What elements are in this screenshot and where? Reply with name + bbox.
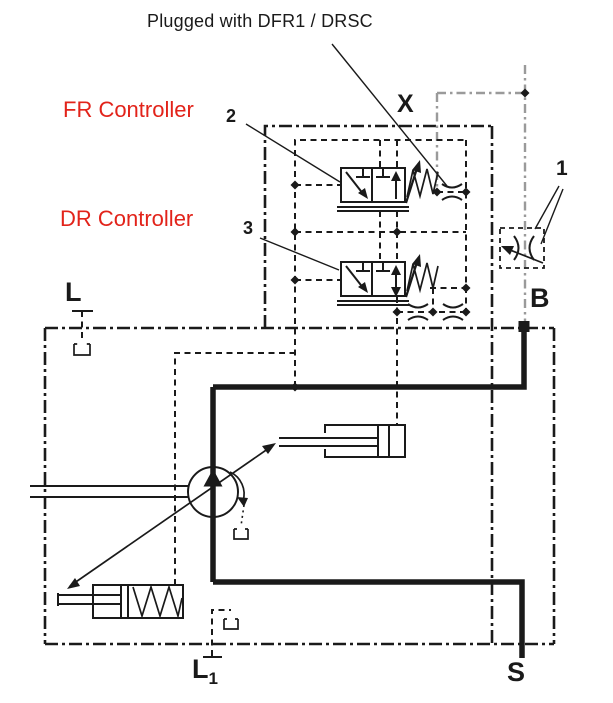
leader-lines: [245, 43, 564, 271]
port-l1: [203, 609, 239, 658]
port-l-label: L: [65, 277, 82, 307]
drive-shaft: [30, 485, 189, 498]
control-lines: [174, 139, 467, 585]
leader-1a: [534, 185, 560, 230]
port-b-marker: [518, 321, 530, 332]
leader-plugged-note: [331, 43, 448, 187]
port-s-label: S: [507, 657, 526, 687]
component-1-label: 1: [556, 157, 568, 180]
leader-1b: [540, 188, 564, 245]
dr-spring: [406, 262, 439, 294]
counter-spring-cylinder: [57, 584, 184, 620]
port-b-label: B: [530, 283, 550, 313]
port-l-plug: [73, 343, 91, 356]
case-drain-line: [240, 504, 245, 527]
pump-symbol: [30, 466, 249, 540]
component-1-variable-orifice: [499, 227, 545, 269]
port-l: [72, 310, 93, 356]
fr-spring: [406, 168, 439, 200]
orifice-x-line: [441, 183, 463, 201]
pump-housing-border: [43, 326, 556, 646]
port-x-label: X: [397, 90, 414, 118]
swashplate-arrow: [67, 443, 276, 589]
plugged-note: Plugged with DFR1 / DRSC: [147, 11, 373, 31]
orifice-right: [442, 303, 464, 321]
leader-2: [245, 123, 341, 183]
fr-valve-symbol: [337, 160, 439, 212]
fr-number: 2: [226, 106, 237, 126]
orifice-left: [407, 303, 429, 321]
case-drain-plug: [233, 528, 249, 540]
counter-spring: [132, 584, 183, 620]
leader-3: [259, 237, 340, 271]
port-l1-plug: [223, 618, 239, 630]
port-l1-sub: 1: [208, 669, 218, 688]
flow-triangle: [203, 469, 223, 487]
junction-dots: [290, 88, 530, 392]
suction-line-s: [213, 579, 525, 658]
pilot-line-x: [435, 65, 527, 322]
port-l1-base: L: [192, 654, 209, 684]
pressure-line-b: [213, 321, 530, 390]
stroking-cylinder: [279, 424, 406, 458]
port-l1-label: L1: [192, 654, 218, 689]
dr-number: 3: [243, 218, 254, 238]
dr-controller-label: DR Controller: [60, 206, 194, 231]
fr-controller-label: FR Controller: [63, 97, 194, 122]
dr-valve-symbol: [337, 254, 439, 306]
